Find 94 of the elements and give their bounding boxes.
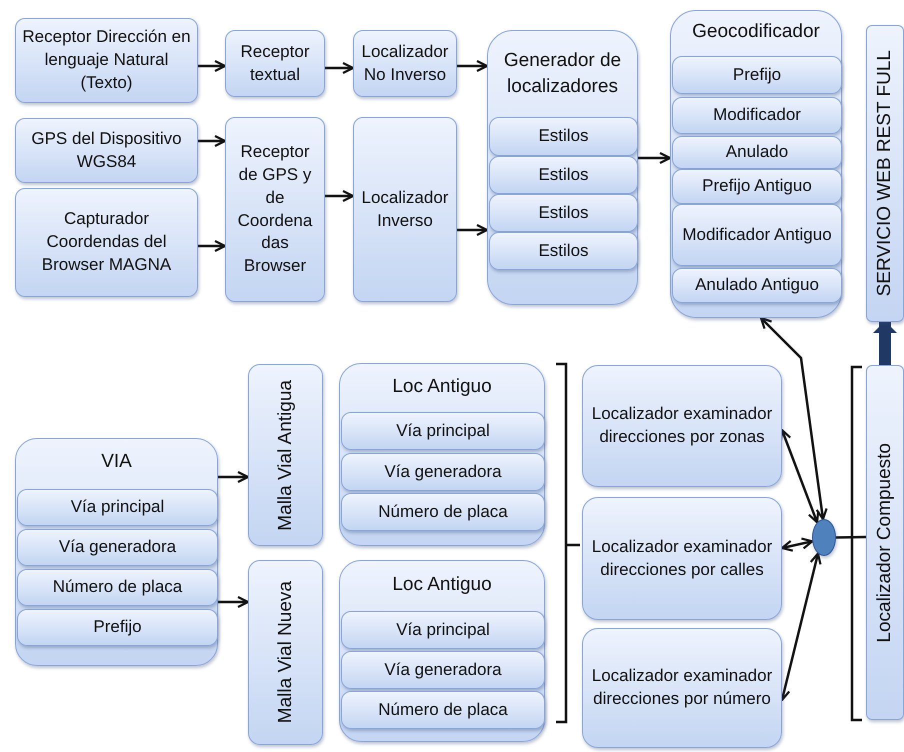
node-text: Estilos [537,202,590,224]
node-text: Localizador examinador direcciones por número [590,665,774,710]
node-text: Prefijo Antiguo [701,175,813,198]
connector-line [836,536,866,539]
process-box [341,651,545,689]
arrow [780,537,814,552]
arrow [457,60,488,72]
node-text: Localizador Compuesto [873,442,896,642]
process-box [341,412,545,450]
node-text: Modificador Antiguo [681,224,833,246]
arrow [218,596,250,608]
node-text: Modificador [712,104,802,126]
node-text: Receptor de GPS y de Coordena das Browser [236,140,314,278]
process-box [672,56,842,94]
process-box [341,493,545,531]
process-box [15,188,198,297]
node-text: Localizador No Inverso [360,40,450,86]
arrow [780,428,820,524]
arrow [325,190,354,202]
node-text: Malla Vial Nueva [274,581,297,724]
process-box [17,489,218,526]
group-box [487,30,638,305]
vertical-bar [866,25,904,322]
junction-circle [812,519,836,556]
node-text: Número de placa [52,576,184,598]
arrow [873,321,897,365]
process-box [672,136,842,169]
process-box [489,156,638,194]
vertical-bar [248,560,323,745]
process-box [672,97,842,134]
group-title: Loc Antiguo [392,375,492,400]
process-box [672,268,842,303]
arrow [218,470,250,484]
node-text: Localizador examinador direcciones por zonas [590,403,774,448]
node-text: Estilos [537,125,590,148]
group-title: Geocodificador [692,20,820,44]
process-box [15,118,198,183]
node-text: Número de placa [377,698,509,721]
vertical-bar [248,364,323,546]
process-box [341,691,545,729]
node-text: Vía principal [395,420,491,442]
node-text: SERVICIO WEB REST FULL [873,50,896,297]
group-box [15,438,218,666]
arrow [638,152,672,164]
process-box [582,497,782,620]
node-text: Prefijo [92,616,143,638]
vertical-bar [866,365,904,720]
node-text: Anulado Antiguo [694,274,820,296]
node-text: Vía principal [70,496,166,518]
arrow [325,62,354,74]
node-text: Número de placa [377,500,509,523]
node-text: GPS del Dispositivo WGS84 [30,128,183,172]
node-text: Malla Vial Antigua [274,380,297,530]
process-box [225,30,325,97]
node-text: Anulado [724,141,790,164]
node-text: Vía generadora [58,536,178,558]
group-title: Loc Antiguo [392,572,492,597]
node-text: Vía generadora [383,460,503,483]
group-title: VIA [101,450,132,474]
process-box [489,232,638,270]
arrow [198,60,226,72]
node-text: Vía principal [395,618,491,641]
process-box [15,18,198,103]
node-text: Localizador Inverso [360,186,450,232]
process-box [353,30,457,97]
process-box [17,569,218,606]
group-title: Generador de localizadores [502,49,622,99]
arrow [760,316,828,520]
node-text: Estilos [537,240,590,262]
node-text: Vía generadora [383,658,503,681]
arrow [457,224,488,236]
node-text: Estilos [537,164,590,186]
node-text: Capturador Coordendas del Browser MAGNA [40,208,172,276]
process-box [672,204,842,266]
process-box [582,365,782,487]
process-box [353,117,457,302]
process-box [17,609,218,646]
node-text: Localizador examinador direcciones por calles [590,536,774,580]
arrow [198,240,226,252]
group-box [670,10,842,318]
process-box [341,611,545,649]
process-box [225,117,325,302]
group-box [339,363,545,546]
node-text: Receptor textual [240,40,310,86]
process-box [17,529,218,566]
node-text: Receptor Dirección en lenguaje Natural (Texto) [21,26,192,94]
process-box [582,628,782,748]
process-box [341,453,545,491]
process-box [672,169,842,204]
arrow [198,134,226,148]
process-box [489,194,638,232]
group-box [339,560,545,742]
process-box [489,117,638,156]
node-text: Prefijo [732,64,782,86]
